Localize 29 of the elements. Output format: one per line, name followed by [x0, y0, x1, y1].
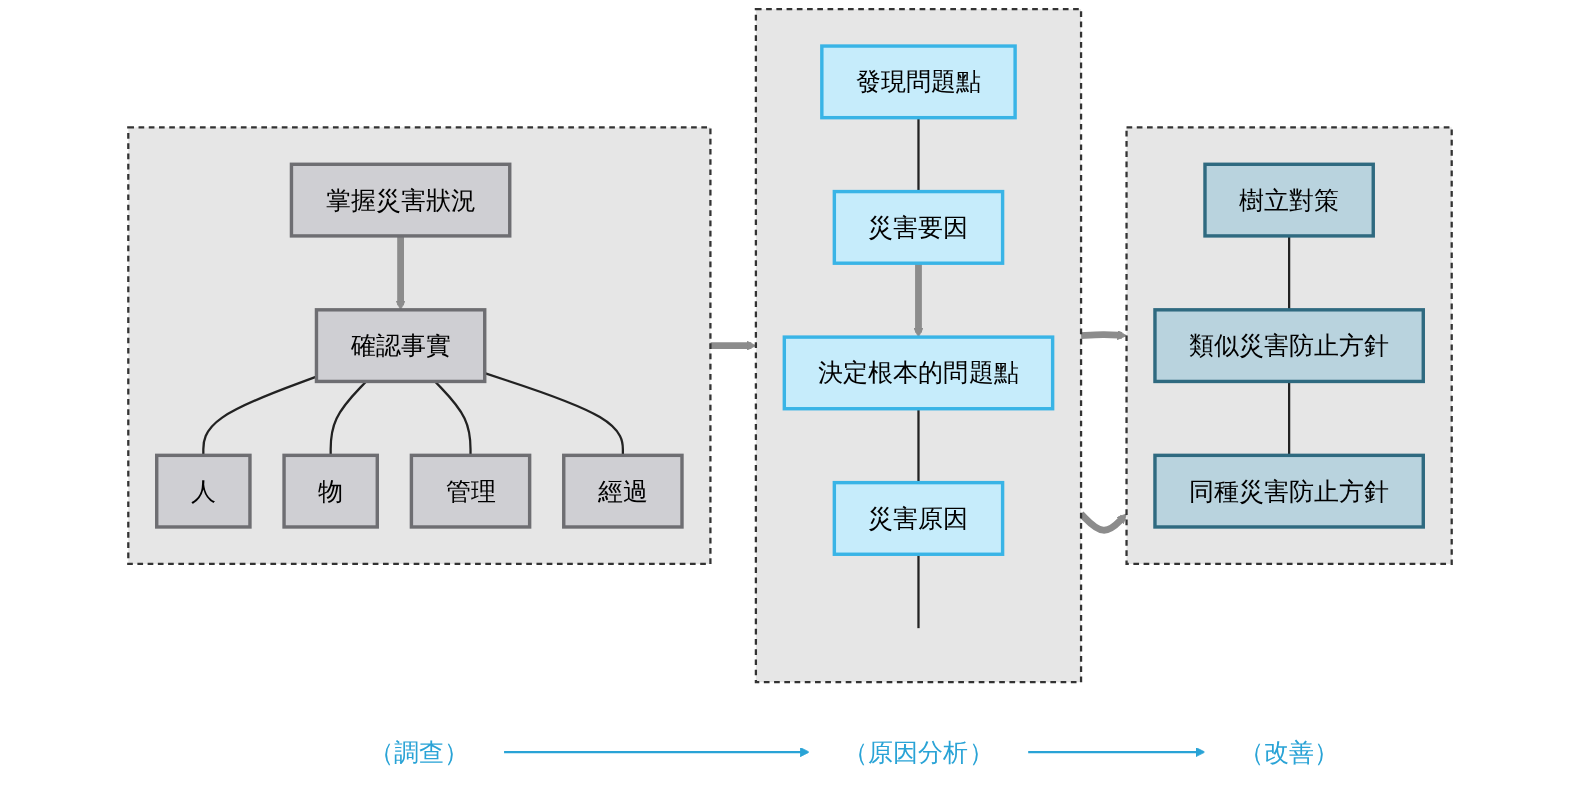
cluster — [127, 126, 712, 566]
node-box: 管理 — [409, 453, 532, 529]
node-box: 決定根本的問題點 — [782, 335, 1055, 411]
node-box: 發現問題點 — [820, 44, 1017, 120]
node-box: 確認事實 — [314, 308, 487, 384]
node-box: 類似災害防止方針 — [1153, 308, 1425, 384]
node-box: 掌握災害狀況 — [289, 162, 512, 238]
arrow — [503, 747, 810, 758]
node-box: 同種災害防止方針 — [1153, 453, 1425, 529]
arrow — [1078, 511, 1127, 534]
node-box: 人 — [155, 453, 252, 529]
node-box: 經過 — [562, 453, 684, 529]
cluster — [1125, 126, 1453, 566]
connector — [917, 554, 920, 629]
arrow — [710, 340, 757, 351]
node-text: （改善） — [1239, 737, 1340, 767]
connector — [1288, 235, 1291, 310]
arrow — [1080, 330, 1127, 341]
node-text: （原因分析） — [843, 737, 994, 767]
node-box: 樹立對策 — [1203, 162, 1375, 238]
connector — [917, 408, 920, 483]
connector — [917, 117, 920, 192]
node-box: 物 — [282, 453, 379, 529]
arrow — [913, 263, 924, 338]
connector — [1288, 381, 1291, 456]
cluster — [754, 7, 1083, 684]
node-text: （調查） — [369, 737, 470, 767]
node-box: 災害原因 — [832, 480, 1005, 556]
node-box: 災害要因 — [832, 189, 1005, 265]
